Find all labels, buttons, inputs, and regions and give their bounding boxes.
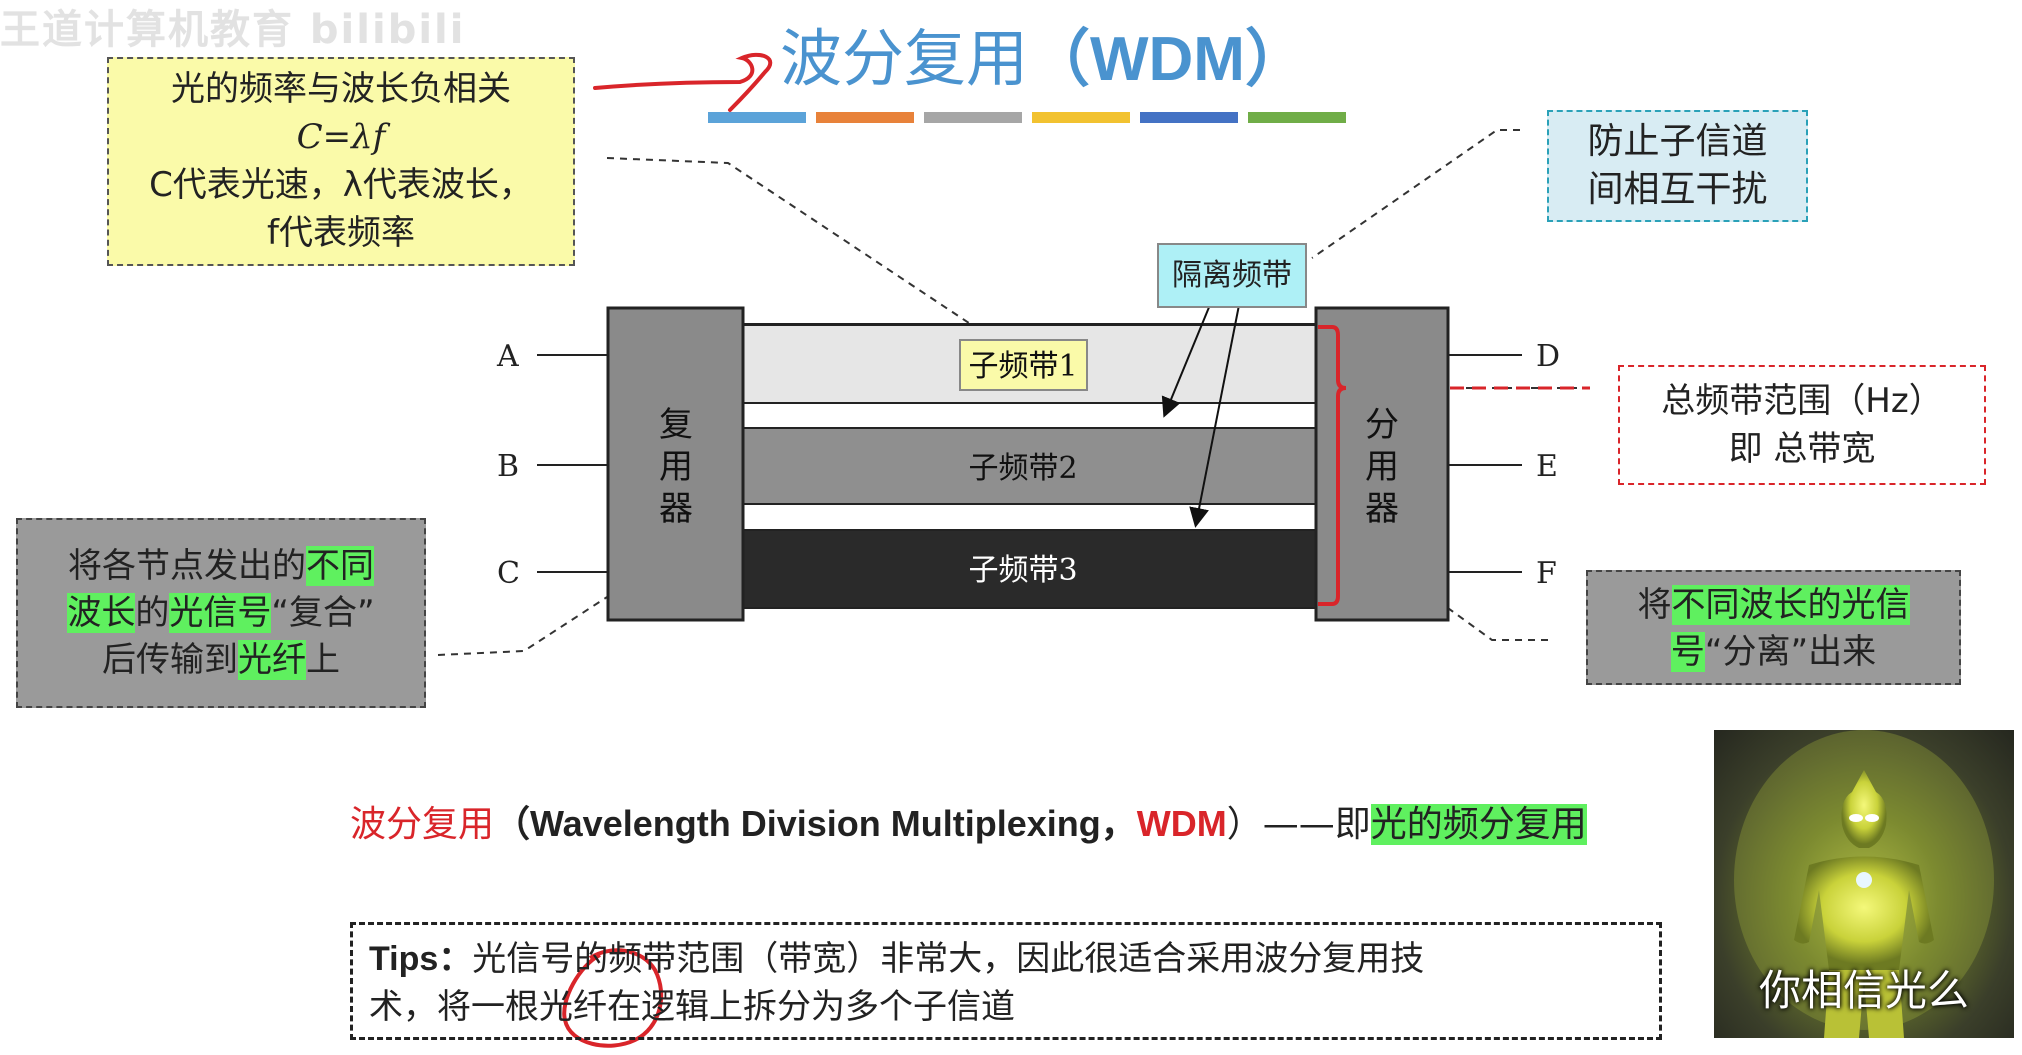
- mux-char: 器: [659, 489, 693, 529]
- multiplexer: [606, 306, 745, 622]
- demux-char: 用: [1365, 447, 1399, 487]
- sub-band-1-label-bg: [959, 339, 1088, 391]
- total-bandwidth-bracket: [1318, 325, 1347, 606]
- total-line: 总频带范围（Hz）: [1661, 381, 1943, 421]
- meme-caption: 你相信光么: [1758, 966, 1969, 1015]
- input-label: B: [497, 449, 519, 484]
- tips-label: Tips：: [369, 940, 473, 978]
- color-bar: [1032, 112, 1130, 123]
- title-en: （WDM）: [1028, 25, 1307, 94]
- color-bar: [708, 112, 806, 123]
- demux-highlight: 不同波长的光信: [1671, 585, 1910, 625]
- sub-band-1-label: 子频带1: [968, 349, 1077, 384]
- color-bar: [816, 112, 914, 123]
- prevent-line: 间相互干扰: [1587, 169, 1768, 210]
- guard-arrow-1: [1161, 299, 1213, 418]
- demux-char: 器: [1365, 489, 1399, 529]
- leader-line-prevent: [1311, 129, 1520, 259]
- wdm-highlight: 光的频分复用: [1370, 804, 1587, 845]
- color-bar: [1248, 112, 1346, 123]
- mux-highlight: 不同: [306, 546, 374, 586]
- mux-highlight: 波长: [67, 593, 136, 633]
- formula-line: f代表频率: [267, 213, 415, 253]
- mux-description-callout: 将各节点发出的不同 波长的光信号“复合” 后传输到光纤上: [16, 518, 426, 708]
- tips-text: 术，将一根光纤在逻辑上拆分为多个子信道: [369, 987, 1015, 1027]
- demux-description-callout: 将不同波长的光信 号“分离”出来: [1586, 570, 1961, 685]
- mux-text: 将各节点发出的: [68, 546, 306, 586]
- mux-char: 用: [659, 447, 693, 487]
- leader-line-formula: [606, 157, 985, 334]
- color-bar: [924, 112, 1022, 123]
- formula-equation: C=λf: [296, 117, 386, 157]
- mux-text: 的: [135, 593, 170, 633]
- watermark: 王道计算机教育 bilibili: [0, 7, 466, 53]
- title-cn: 波分复用: [780, 22, 1029, 95]
- handdrawn-circle: [562, 948, 664, 1048]
- demux-text: 将: [1637, 585, 1672, 625]
- mux-text: 后传输到: [102, 640, 238, 680]
- total-line: 即 总带宽: [1728, 429, 1876, 469]
- sub-band-2-label: 子频带2: [968, 451, 1077, 486]
- demux-highlight: 号: [1670, 632, 1705, 672]
- wdm-definition: 波分复用（Wavelength Division Multiplexing，WD…: [350, 795, 1587, 847]
- mux-char: 复: [659, 405, 693, 445]
- mux-highlight: 光信号: [169, 593, 272, 633]
- tips-box: Tips：光信号的频带范围（带宽）非常大，因此很适合采用波分复用技 术，将一根光…: [350, 922, 1662, 1040]
- tips-text: 光信号的频带范围（带宽）非常大，因此很适合采用波分复用技: [472, 939, 1425, 979]
- output-label: E: [1536, 449, 1558, 484]
- formula-callout: 光的频率与波长负相关 C=λf C代表光速，λ代表波长， f代表频率: [107, 57, 575, 266]
- input-label: C: [497, 556, 520, 591]
- wdm-cn: 波分复用: [350, 804, 495, 845]
- mux-highlight: 光纤: [238, 640, 306, 680]
- output-label: D: [1536, 339, 1560, 374]
- guard-arrow-2: [1189, 299, 1241, 528]
- prevent-line: 防止子信道: [1587, 121, 1768, 162]
- color-bar: [1140, 112, 1238, 123]
- page-title: 波分复用（WDM）: [780, 8, 1307, 98]
- red-annotation-arrow: [593, 52, 773, 112]
- wdm-en: （Wavelength Division Multiplexing，: [494, 803, 1137, 844]
- mux-text: 上: [306, 640, 340, 680]
- formula-line: C代表光速，λ代表波长，: [149, 165, 533, 205]
- meme-image: 你相信光么: [1714, 730, 2014, 1038]
- total-bandwidth-callout: 总频带范围（Hz） 即 总带宽: [1618, 365, 1986, 485]
- formula-line: 光的频率与波长负相关: [171, 69, 511, 109]
- prevent-interference-callout: 防止子信道 间相互干扰: [1547, 110, 1808, 222]
- output-label: F: [1536, 556, 1557, 591]
- wdm-abbr: WDM: [1136, 803, 1227, 844]
- wdm-dash: ）——即: [1226, 804, 1371, 845]
- ultraman-figure: [1734, 730, 1994, 1038]
- demux-char: 分: [1365, 405, 1399, 445]
- leader-line-demux: [1375, 555, 1548, 641]
- guard-band-label: 隔离频带: [1157, 243, 1307, 308]
- mux-text: “复合”: [271, 593, 375, 633]
- sub-band-3-label: 子频带3: [968, 553, 1077, 588]
- demux-text: “分离”出来: [1704, 632, 1877, 672]
- input-label: A: [496, 339, 519, 374]
